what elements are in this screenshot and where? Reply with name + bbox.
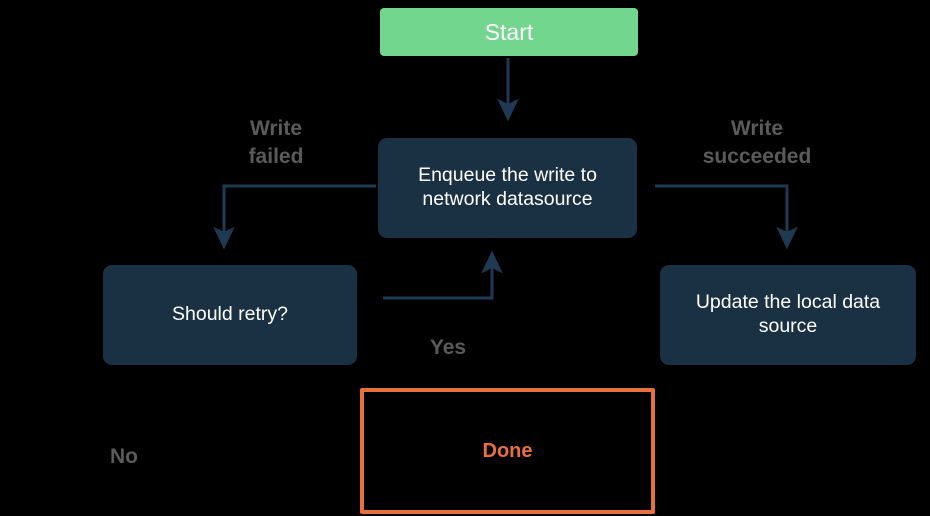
- edge-should-retry-to-enqueue: [383, 250, 503, 300]
- edge-enqueue-to-should-retry: [213, 184, 376, 250]
- node-start[interactable]: Start: [380, 8, 638, 56]
- node-should-retry[interactable]: Should retry?: [103, 265, 357, 365]
- node-update-local-data-source[interactable]: Update the local data source: [660, 265, 916, 365]
- node-enqueue-write[interactable]: Enqueue the write to network datasource: [378, 138, 637, 238]
- edge-enqueue-to-update-local: [655, 184, 798, 250]
- edge-label-write-succeeded: Write succeeded: [702, 117, 812, 168]
- edge-label-no: No: [110, 445, 138, 468]
- node-done[interactable]: Done: [360, 388, 655, 514]
- edge-label-write-failed: Write failed: [248, 117, 304, 168]
- edge-label-yes: Yes: [429, 336, 467, 359]
